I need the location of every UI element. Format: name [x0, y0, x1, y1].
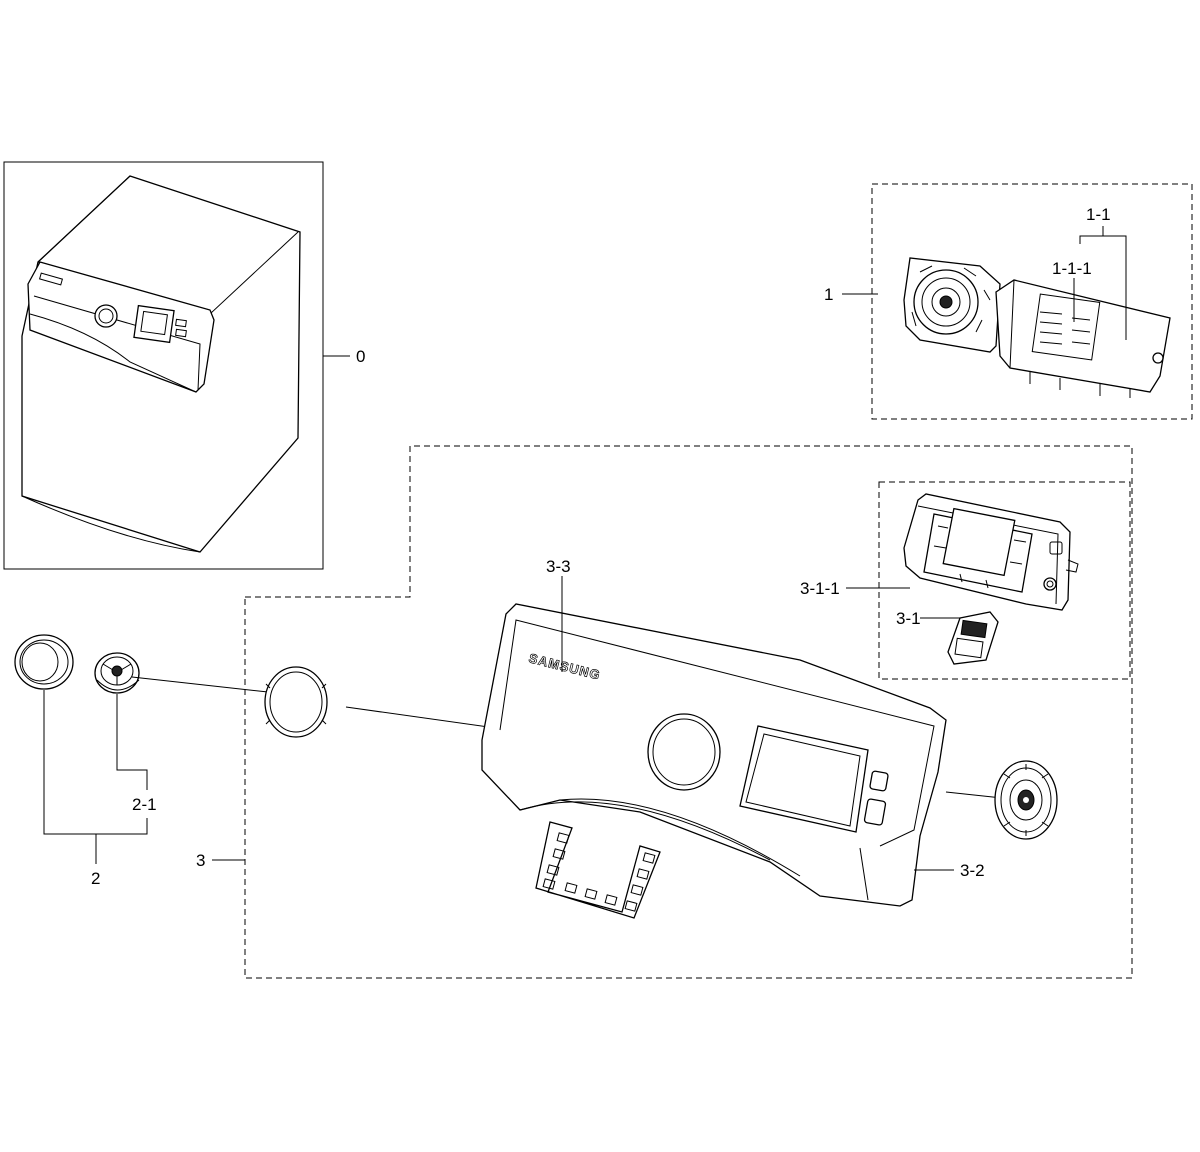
label-1-1-1: 1-1-1 [1052, 259, 1092, 278]
label-3: 3 [196, 851, 205, 870]
label-2: 2 [91, 869, 100, 888]
control-panel-illustration: SAMSUNG [481, 603, 947, 907]
main-pcb-illustration [903, 257, 1171, 398]
display-module-illustration [903, 493, 1079, 611]
leader-2-1 [116, 694, 148, 790]
label-1-1: 1-1 [1086, 205, 1111, 224]
leader-1-1 [1079, 226, 1127, 340]
explode-line-knob [131, 676, 269, 693]
explode-line-encoder [945, 791, 1003, 799]
label-0: 0 [356, 347, 365, 366]
label-3-1: 3-1 [896, 609, 921, 628]
unit-frame [3, 161, 324, 570]
washer-unit-illustration [21, 175, 301, 553]
label-1: 1 [824, 285, 833, 304]
display-connector-illustration [947, 611, 999, 665]
label-3-3: 3-3 [546, 557, 571, 576]
knob-illustration [94, 652, 140, 694]
label-3-2: 3-2 [960, 861, 985, 880]
encoder-illustration [994, 760, 1058, 840]
knob-ring-illustration [14, 634, 74, 690]
panel-frame [244, 445, 1133, 979]
label-3-1-1: 3-1-1 [800, 579, 840, 598]
pcb-frame [871, 183, 1193, 420]
display-frame [878, 481, 1131, 680]
panel-ring-illustration [264, 666, 328, 738]
label-2-1: 2-1 [132, 795, 157, 814]
button-membrane-illustration [535, 821, 661, 919]
